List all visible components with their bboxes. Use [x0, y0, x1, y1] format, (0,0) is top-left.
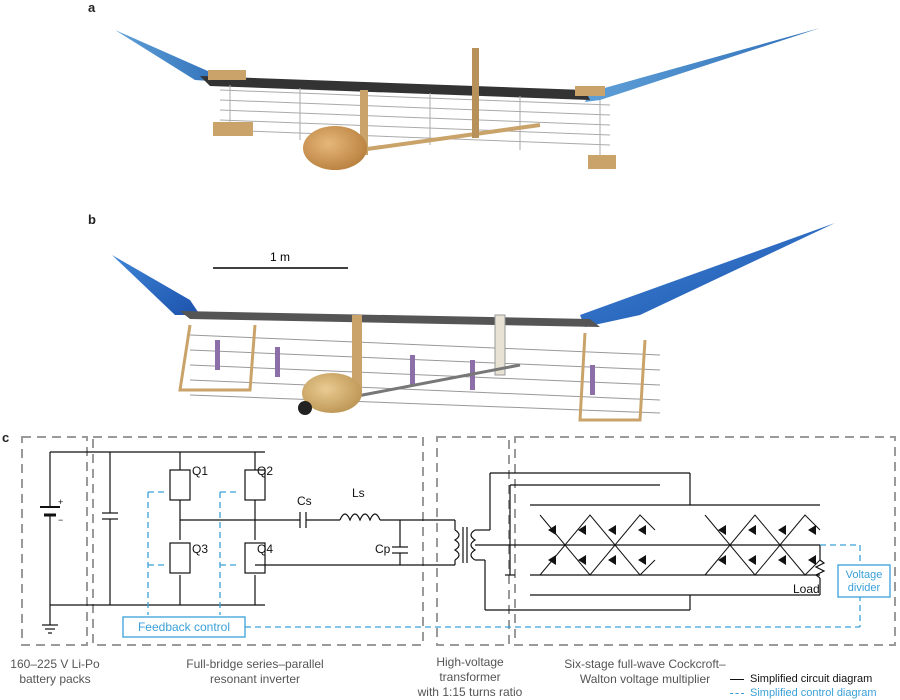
- voltage-divider-box: [837, 564, 891, 598]
- feedback-control-box: [122, 616, 246, 638]
- stage-box-inverter: [92, 436, 424, 646]
- feedback-control-label: Feedback control: [138, 620, 230, 634]
- battery-plus: +: [58, 497, 63, 507]
- legend-item-control: Simplified control diagram: [730, 686, 877, 700]
- fuselage-pod: [303, 126, 367, 170]
- label-ls: Ls: [352, 486, 365, 500]
- stage-box-multiplier: [514, 436, 896, 646]
- caption-multiplier: Six-stage full-wave Cockcroft– Walton vo…: [564, 657, 726, 686]
- label-cs: Cs: [297, 494, 312, 508]
- label-cp: Cp: [375, 542, 391, 556]
- voltage-divider-label-1: Voltage: [846, 569, 883, 581]
- caption-inverter: Full-bridge series–parallel resonant inv…: [186, 657, 324, 686]
- fuselage-pod-b: [302, 373, 362, 413]
- legend: Simplified circuit diagram Simplified co…: [730, 672, 877, 700]
- stage-box-battery: [21, 436, 88, 646]
- main-wing-b: [180, 311, 600, 327]
- aircraft-photo-a: [115, 28, 820, 170]
- left-wing-tip: [115, 30, 225, 82]
- panel-label-b: b: [88, 212, 96, 227]
- panel-label-c: c: [2, 430, 10, 445]
- label-q1: Q1: [192, 464, 208, 478]
- caption-transformer: High-voltage transformer with 1:15 turns…: [417, 655, 523, 699]
- battery-minus: −: [58, 515, 63, 525]
- power-supply-circuit: Feedback control Voltage divider Q1 Q2 Q…: [21, 436, 896, 646]
- right-wing-tip-b: [580, 223, 835, 327]
- aircraft-photo-b: 1 m: [112, 223, 835, 422]
- scale-bar-label: 1 m: [270, 250, 290, 264]
- stage-box-transformer: [436, 436, 510, 646]
- label-load: Load: [793, 582, 820, 596]
- label-q4: Q4: [257, 542, 273, 556]
- label-q2: Q2: [257, 464, 273, 478]
- caption-battery: 160–225 V Li-Po battery packs: [10, 657, 100, 686]
- left-wing-tip-b: [112, 255, 200, 315]
- right-wing-tip: [585, 28, 820, 102]
- panel-label-a: a: [88, 0, 96, 15]
- main-wing: [200, 76, 590, 100]
- label-q3: Q3: [192, 542, 208, 556]
- legend-item-circuit: Simplified circuit diagram: [730, 672, 877, 686]
- voltage-divider-label-2: divider: [848, 582, 881, 594]
